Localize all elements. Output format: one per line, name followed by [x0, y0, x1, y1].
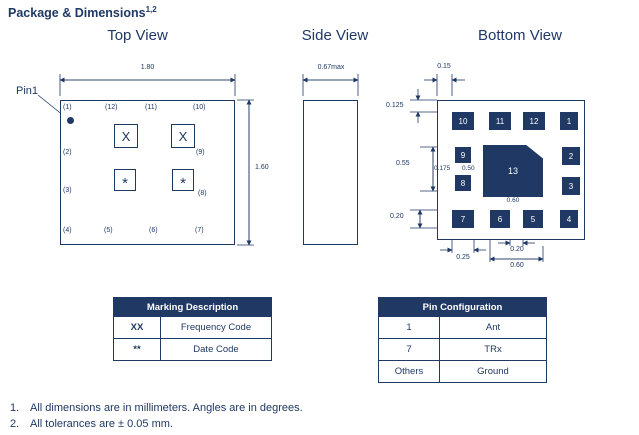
- page-title-superscript: 1,2: [145, 5, 157, 14]
- side-view-heading: Side View: [301, 27, 369, 44]
- dim-top-offset: 0.15: [437, 63, 451, 70]
- pin-label-10: (10): [193, 104, 206, 111]
- side-view-thickness-dim: 0.67max: [317, 64, 345, 71]
- note-2-text: All tolerances are ± 0.05 mm.: [30, 418, 173, 430]
- dim-pad-width: 0.25: [456, 254, 470, 261]
- pin-label-12: (12): [105, 104, 118, 111]
- date-code-mark-1: *: [114, 169, 136, 192]
- pin-table-header: Pin Configuration: [378, 297, 547, 317]
- marking-desc-date: Date Code: [160, 338, 272, 361]
- note-1: 1. All dimensions are in millimeters. Ang…: [10, 402, 303, 414]
- marking-table-header: Marking Description: [113, 297, 272, 317]
- pin-label-7: (7): [195, 227, 204, 234]
- pin-label-11: (11): [145, 104, 157, 111]
- pin-func-gnd: Ground: [439, 360, 547, 383]
- marking-description-table: Marking Description XX Frequency Code **…: [113, 297, 272, 361]
- table-row: ** Date Code: [113, 338, 272, 361]
- date-code-mark-2: *: [172, 169, 194, 192]
- dim-pad-pitch-gap: 0.20: [510, 246, 524, 253]
- pad-13-ground-paddle: 13: [483, 145, 543, 197]
- pin-label-4: (4): [63, 227, 72, 234]
- dim-side-span: 0.55: [396, 160, 410, 167]
- pin-configuration-table: Pin Configuration 1 Ant 7 TRx Others Gro…: [378, 297, 547, 383]
- pad-7: 7: [452, 210, 474, 228]
- marking-code-xx: XX: [113, 316, 161, 339]
- pin-number-7: 7: [378, 338, 440, 361]
- pad-9: 9: [455, 147, 471, 163]
- pin-label-5: (5): [104, 227, 113, 234]
- frequency-code-mark-2: X: [171, 124, 195, 148]
- date-code-glyph-1: *: [122, 174, 128, 192]
- table-row: 7 TRx: [378, 338, 547, 361]
- side-view-outline: [303, 100, 358, 245]
- pin-func-trx: TRx: [439, 338, 547, 361]
- dim-row-span: 0.60: [510, 262, 524, 269]
- pad-4: 4: [560, 210, 578, 228]
- top-view-heading: Top View: [107, 27, 168, 44]
- dim-pad13-width: 0.50: [462, 165, 475, 172]
- pad-2: 2: [562, 147, 580, 165]
- pad-5: 5: [523, 210, 543, 228]
- pad-6: 6: [490, 210, 510, 228]
- marking-code-star: **: [113, 338, 161, 361]
- pad-11: 11: [489, 112, 511, 130]
- pin-number-1: 1: [378, 316, 440, 339]
- table-row: 1 Ant: [378, 316, 547, 339]
- marking-desc-freq: Frequency Code: [160, 316, 272, 339]
- table-row: Others Ground: [378, 360, 547, 383]
- pin-label-1: (1): [63, 104, 72, 111]
- pad-12: 12: [523, 112, 545, 130]
- table-row: XX Frequency Code: [113, 316, 272, 339]
- dim-edge-gap: 0.125: [386, 102, 404, 109]
- pin-label-3: (3): [63, 187, 72, 194]
- pad-1: 1: [560, 112, 578, 130]
- pin-func-ant: Ant: [439, 316, 547, 339]
- dim-pad-gap: 0.175: [434, 165, 451, 172]
- top-view-width-dim: 1.80: [140, 64, 155, 71]
- pin-others: Others: [378, 360, 440, 383]
- note-2-number: 2.: [10, 418, 20, 430]
- pad-8: 8: [455, 175, 471, 191]
- pin-label-2: (2): [63, 149, 72, 156]
- page-title: Package & Dimensions1,2: [8, 5, 157, 20]
- note-1-number: 1.: [10, 402, 20, 414]
- note-1-text: All dimensions are in millimeters. Angle…: [30, 402, 303, 414]
- top-view-height-dim: 1.60: [255, 164, 269, 171]
- pad-3: 3: [562, 177, 580, 195]
- frequency-code-mark-1: X: [114, 124, 138, 148]
- pin1-marker-dot: [67, 117, 74, 124]
- date-code-glyph-2: *: [180, 174, 186, 192]
- bottom-view-heading: Bottom View: [478, 27, 562, 44]
- pad-10: 10: [452, 112, 474, 130]
- pin-label-9: (9): [196, 149, 205, 156]
- pin-label-8: (8): [198, 190, 207, 197]
- pin1-label: Pin1: [16, 85, 39, 97]
- page-title-text: Package & Dimensions: [8, 6, 146, 21]
- note-2: 2. All tolerances are ± 0.05 mm.: [10, 418, 173, 430]
- pin-label-6: (6): [149, 227, 158, 234]
- top-view-outline: [60, 100, 235, 245]
- dim-pad13-span: 0.60: [506, 197, 520, 204]
- dim-bottom-gap: 0.20: [390, 213, 404, 220]
